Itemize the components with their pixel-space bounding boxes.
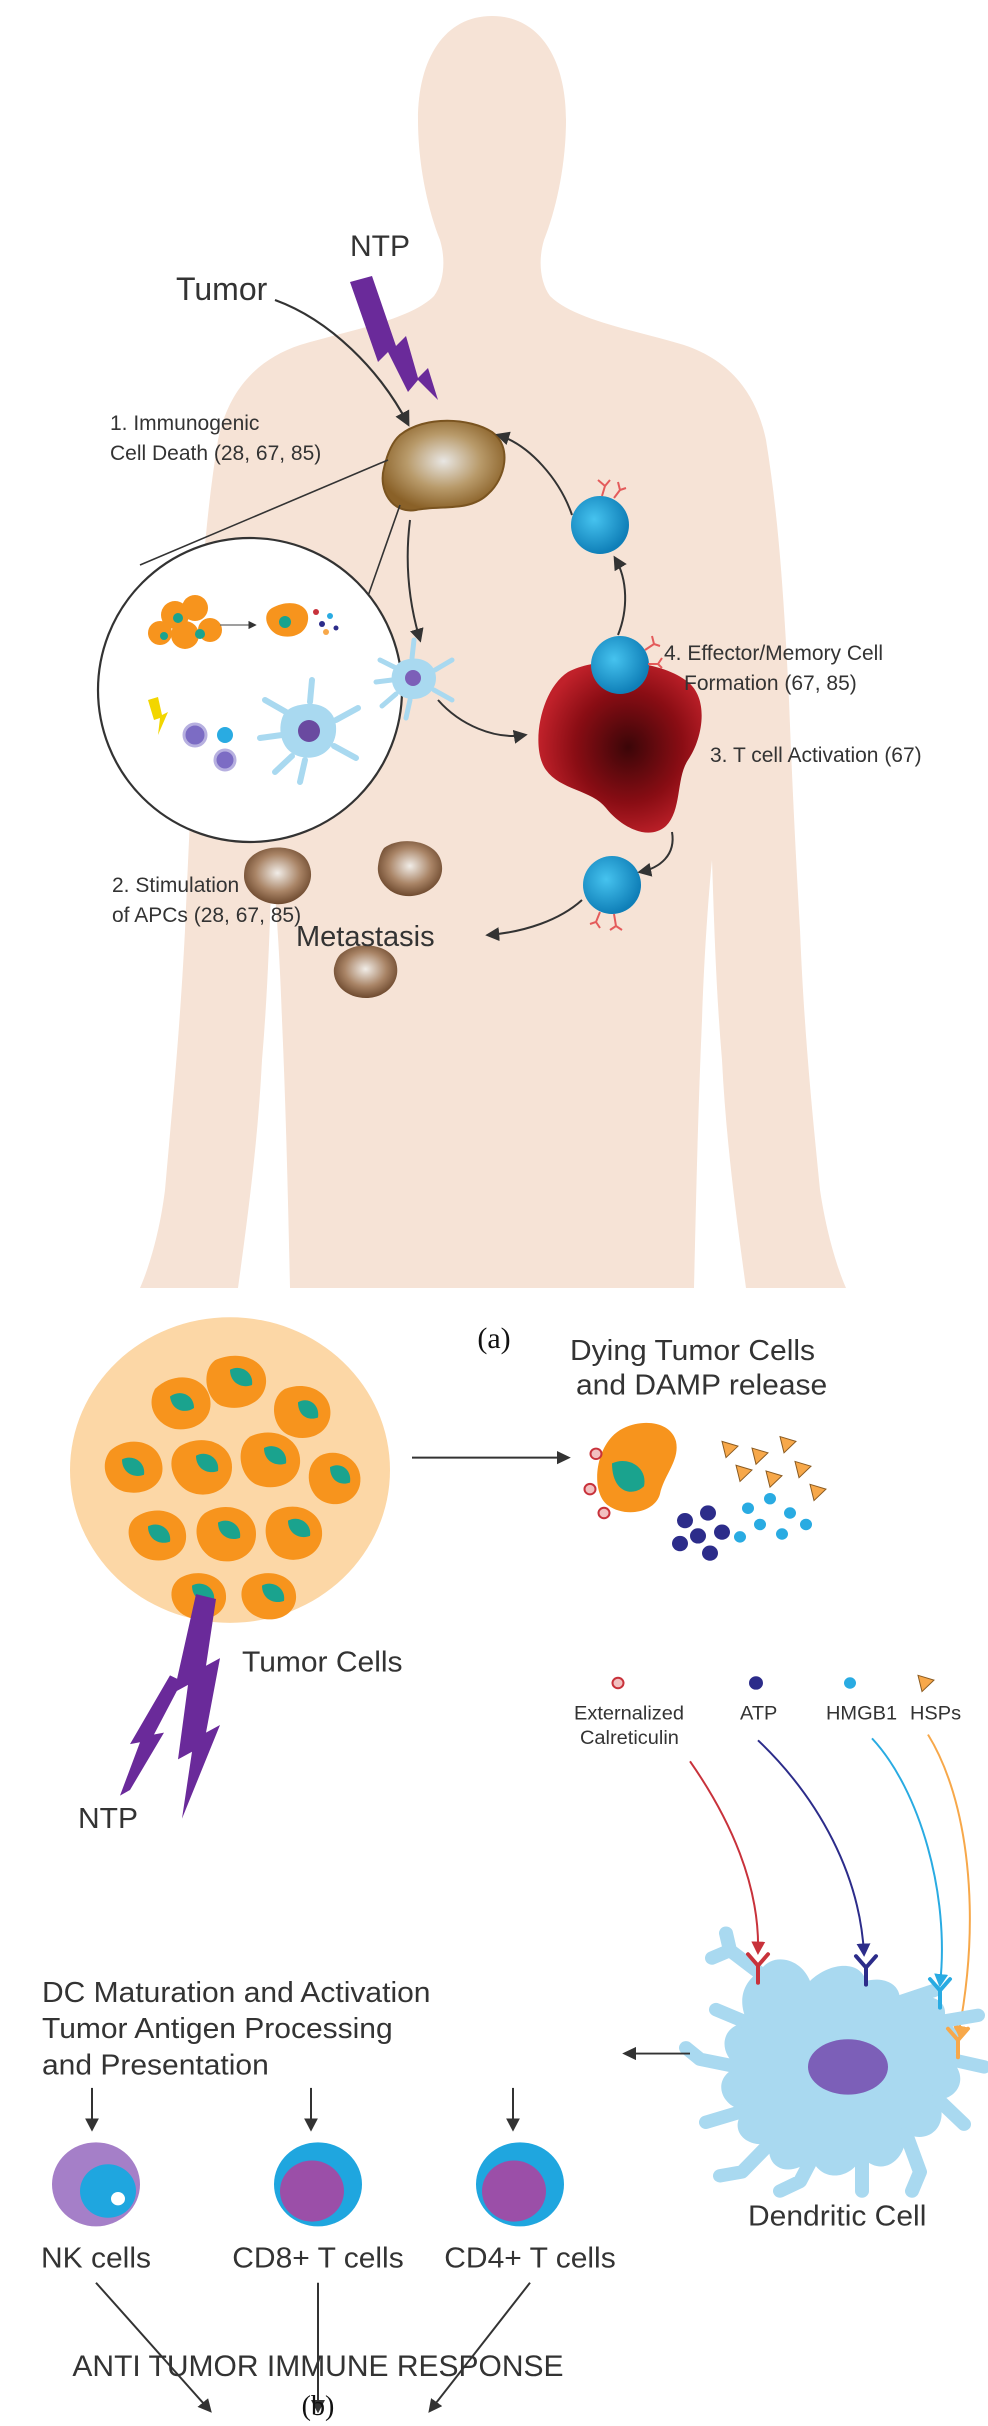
zoom-inset bbox=[96, 536, 404, 844]
hsps-receptor-icon bbox=[946, 2026, 970, 2060]
panel-a: Tumor NTP 1. Immunogenic Cell Death (28,… bbox=[96, 16, 922, 1355]
atp-label: ATP bbox=[740, 1703, 777, 1724]
dying-tumor-cell bbox=[583, 1422, 827, 1561]
calreticulin-legend-icon bbox=[611, 1676, 625, 1690]
metastasis-tumors bbox=[244, 841, 443, 998]
nk-cell-icon bbox=[52, 2142, 140, 2227]
hmgb1-arrow bbox=[871, 1737, 949, 1988]
dc-maturation-line1: DC Maturation and Activation bbox=[42, 1977, 430, 2009]
metastasis-label: Metastasis bbox=[296, 921, 435, 953]
cd4-label: CD4+ T cells bbox=[444, 2242, 615, 2274]
hmgb1-label: HMGB1 bbox=[826, 1703, 897, 1724]
ntp-lightning-icon-b-left bbox=[120, 1675, 182, 1796]
lymph-node bbox=[538, 661, 702, 833]
dc-maturation-line2: Tumor Antigen Processing bbox=[42, 2013, 393, 2045]
step2-label-line2: of APCs (28, 67, 85) bbox=[112, 904, 301, 927]
cd8-label: CD8+ T cells bbox=[232, 2242, 403, 2274]
step1-label-line1: 1. Immunogenic bbox=[110, 412, 259, 435]
calreticulin-arrow bbox=[689, 1760, 766, 1955]
damp-legend: Externalized Calreticulin ATP HMGB1 HSPs bbox=[574, 1674, 961, 1749]
inset-dying-cell bbox=[266, 603, 339, 637]
cd8-t-cell-icon bbox=[274, 2142, 362, 2227]
dying-cells-label-line1: Dying Tumor Cells bbox=[570, 1335, 815, 1367]
t-cell-top bbox=[571, 479, 629, 554]
step4-label-line1: 4. Effector/Memory Cell bbox=[664, 642, 883, 665]
panel-b: Tumor Cells Dying Tumor Cells and DAMP r… bbox=[41, 1317, 988, 2414]
lymph-to-tcell-bottom-arrow bbox=[637, 831, 674, 877]
ntp-label: NTP bbox=[350, 230, 410, 263]
ntp-lightning-icon-b bbox=[174, 1594, 220, 1819]
tumor-label: Tumor bbox=[176, 271, 268, 307]
atp-legend-icon bbox=[749, 1676, 763, 1690]
hmgb1-receptor-icon bbox=[928, 1977, 952, 2010]
step3-label: 3. T cell Activation (67) bbox=[710, 744, 922, 767]
nk-cells-label: NK cells bbox=[41, 2242, 151, 2274]
step1-label-line2: Cell Death (28, 67, 85) bbox=[110, 442, 321, 465]
tcell-to-metastasis-arrow bbox=[485, 899, 583, 942]
lymph-to-tcell-top-arrow bbox=[613, 555, 627, 636]
cd4-to-response-arrow bbox=[428, 2282, 531, 2413]
apc-dendritic-cell bbox=[373, 637, 455, 721]
tumor-cell-cluster bbox=[70, 1317, 390, 1623]
dendritic-cell-nucleus bbox=[808, 2039, 888, 2095]
nk-to-response-arrow bbox=[95, 2282, 212, 2413]
dying-cells-label-line2: and DAMP release bbox=[576, 1369, 827, 1401]
dendritic-cell-label: Dendritic Cell bbox=[748, 2200, 926, 2232]
panel-a-caption: (a) bbox=[477, 1322, 510, 1355]
zoom-line-top bbox=[139, 459, 389, 566]
hmgb1-legend-icon bbox=[844, 1677, 856, 1689]
cd4-t-cell-icon bbox=[476, 2142, 564, 2227]
hsps-legend-icon bbox=[917, 1674, 935, 1693]
tumor-cells-label: Tumor Cells bbox=[242, 1646, 403, 1678]
tumor-to-apc-arrow bbox=[406, 519, 424, 643]
dendritic-cell bbox=[679, 1926, 988, 2198]
primary-tumor bbox=[381, 419, 506, 512]
hsps-label: HSPs bbox=[910, 1703, 961, 1724]
inset-bolt-icon bbox=[148, 697, 168, 735]
ntp-label-b: NTP bbox=[78, 1803, 138, 1835]
hsps-arrow bbox=[927, 1734, 971, 2039]
ntp-lightning-icon bbox=[350, 276, 438, 400]
tcell-to-tumor-arrow bbox=[495, 431, 573, 516]
calreticulin-receptor-icon bbox=[746, 1952, 770, 1985]
dc-maturation-line3: and Presentation bbox=[42, 2049, 269, 2081]
step2-label-line1: 2. Stimulation bbox=[112, 874, 239, 897]
inset-tumor-cluster bbox=[148, 595, 222, 649]
t-cell-bottom bbox=[583, 856, 641, 931]
calreticulin-label-line1: Externalized bbox=[574, 1703, 684, 1724]
apc-to-lymph-arrow bbox=[437, 699, 528, 744]
human-silhouette bbox=[140, 16, 846, 1288]
inset-lymphocytes bbox=[182, 722, 237, 772]
step4-label-line2: Formation (67, 85) bbox=[684, 672, 857, 695]
atp-receptor-icon bbox=[854, 1954, 878, 1987]
atp-arrow bbox=[757, 1739, 871, 1957]
calreticulin-label-line2: Calreticulin bbox=[580, 1728, 679, 1749]
t-cell-activated bbox=[591, 635, 663, 694]
tumor-arrow bbox=[274, 298, 410, 427]
inset-dendritic-cell bbox=[257, 677, 361, 785]
